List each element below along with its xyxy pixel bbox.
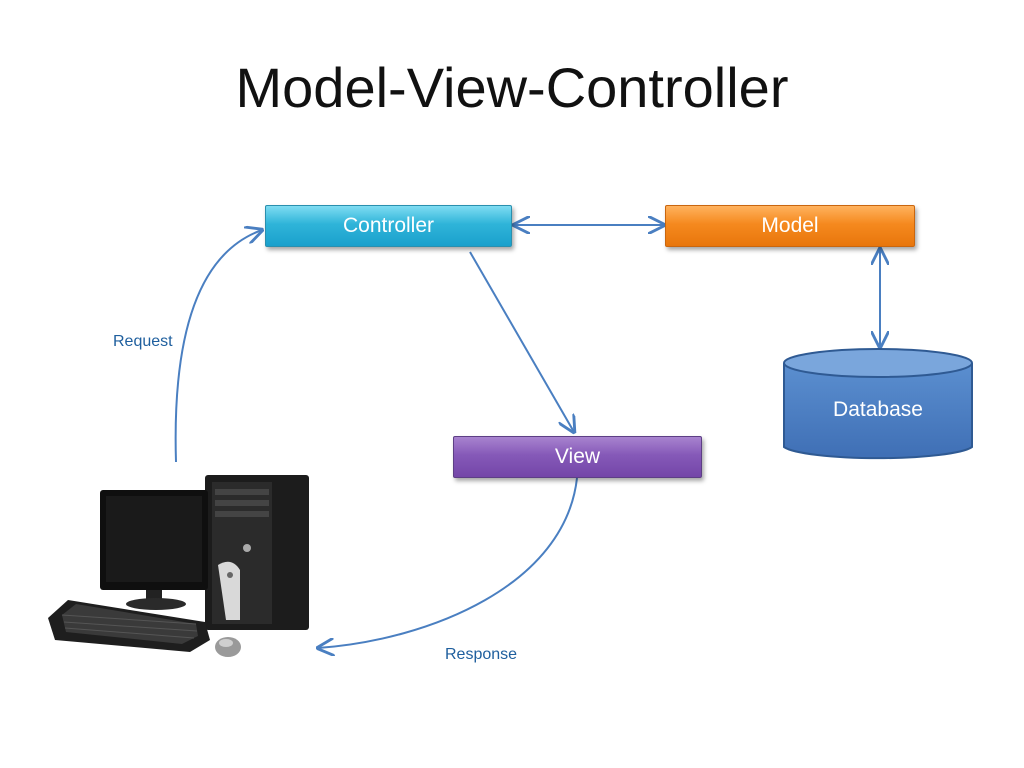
response-label: Response — [445, 646, 518, 663]
controller-node: Controller — [265, 205, 512, 247]
view-node: View — [453, 436, 702, 478]
model-node: Model — [665, 205, 915, 247]
desktop-computer-icon — [48, 475, 309, 657]
response-arrow — [318, 477, 578, 648]
request-label: Request — [113, 333, 173, 350]
request-arrow — [174, 230, 262, 463]
database-label: Database — [833, 398, 923, 421]
controller-view-arrow — [469, 251, 574, 432]
database-cylinder — [783, 348, 973, 460]
slide-title: Model-View-Controller — [235, 56, 789, 119]
